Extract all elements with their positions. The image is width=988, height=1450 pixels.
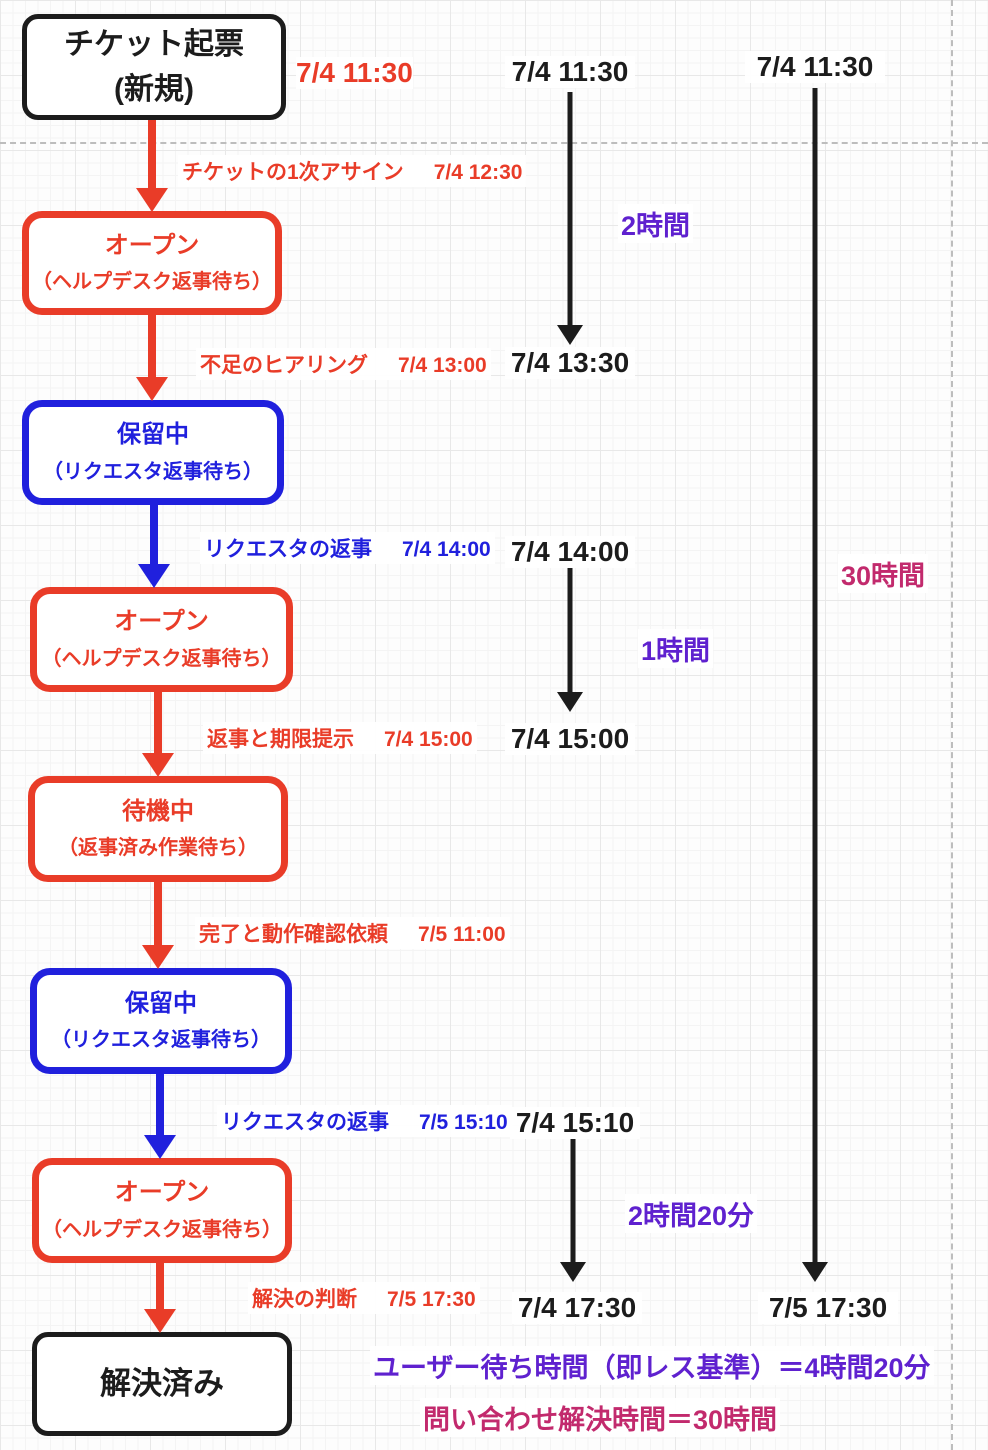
span3-end-time: 7/4 17:30	[512, 1292, 642, 1324]
node-subtitle: （リクエスタ返事待ち）	[43, 460, 263, 483]
node-subtitle: (新規)	[114, 73, 194, 106]
span1-start-time: 7/4 11:30	[505, 56, 635, 88]
flow-node-hold-2: 保留中 （リクエスタ返事待ち）	[30, 968, 292, 1074]
transition-label-5: 完了と動作確認依頼 7/5 11:00	[195, 917, 510, 949]
node-title: 待機中	[122, 797, 194, 825]
flow-node-hold-1: 保留中 （リクエスタ返事待ち）	[22, 400, 284, 505]
node-subtitle: （ヘルプデスク返事待ち）	[41, 647, 282, 670]
total-arrow-icon	[802, 88, 828, 1282]
transition-text: チケットの1次アサイン	[182, 161, 404, 184]
transition-time: 7/5 11:00	[418, 923, 506, 946]
flow-arrow-3-icon	[138, 505, 170, 588]
transition-time: 7/4 15:00	[384, 728, 473, 751]
flow-node-open-1: オープン （ヘルプデスク返事待ち）	[22, 211, 282, 315]
flow-node-standby: 待機中 （返事済み作業待ち）	[28, 776, 288, 882]
transition-text: リクエスタの返事	[204, 538, 372, 561]
flow-node-resolved: 解決済み	[32, 1332, 292, 1436]
node-title: オープン	[114, 1179, 210, 1207]
node-title: 解決済み	[100, 1365, 224, 1401]
flow-arrow-7-icon	[144, 1262, 176, 1333]
flow-arrow-6-icon	[144, 1074, 176, 1159]
node-subtitle: （返事済み作業待ち）	[58, 837, 258, 860]
span2-duration: 1時間	[638, 629, 714, 668]
transition-time: 7/5 15:10	[419, 1111, 508, 1134]
span3-arrow-icon	[560, 1139, 586, 1282]
flow-node-open-2: オープン （ヘルプデスク返事待ち）	[30, 587, 293, 692]
span2-end-time: 7/4 15:00	[505, 723, 635, 755]
flow-arrow-4-icon	[142, 692, 174, 777]
span1-end-time: 7/4 13:30	[505, 347, 635, 379]
node-title: オープン	[104, 231, 200, 259]
transition-label-2: 不足のヒアリング 7/4 13:00	[196, 348, 491, 380]
span2-start-time: 7/4 14:00	[505, 536, 635, 568]
span2-arrow-icon	[557, 568, 583, 712]
transition-text: 不足のヒアリング	[200, 354, 368, 377]
total-end-time: 7/5 17:30	[758, 1292, 898, 1324]
node-subtitle: （リクエスタ返事待ち）	[51, 1029, 271, 1052]
ticket-created-time: 7/4 11:30	[296, 57, 413, 89]
node-subtitle: （ヘルプデスク返事待ち）	[42, 1218, 282, 1241]
transition-label-1: チケットの1次アサイン 7/4 12:30	[178, 155, 527, 187]
node-title: 保留中	[117, 421, 189, 449]
span1-arrow-icon	[557, 92, 583, 345]
span1-duration: 2時間	[618, 204, 694, 243]
transition-text: 完了と動作確認依頼	[199, 923, 388, 946]
transition-label-4: 返事と期限提示 7/4 15:00	[203, 722, 477, 754]
transition-label-3: リクエスタの返事 7/4 14:00	[200, 532, 495, 564]
summary-resolution-time: 問い合わせ解決時間＝30時間	[420, 1398, 781, 1437]
transition-time: 7/5 17:30	[387, 1288, 476, 1311]
flow-arrow-5-icon	[142, 882, 174, 969]
flow-node-ticket-created: チケット起票 (新規)	[22, 14, 286, 120]
node-subtitle: （ヘルプデスク返事待ち）	[32, 271, 272, 294]
summary-user-wait: ユーザー待ち時間（即レス基準）＝4時間20分	[370, 1346, 934, 1385]
span3-duration: 2時間20分	[625, 1194, 758, 1233]
node-title: チケット起票	[64, 28, 244, 61]
total-duration: 30時間	[838, 554, 929, 593]
transition-label-6: リクエスタの返事 7/5 15:10	[217, 1105, 512, 1137]
flow-arrow-2-icon	[136, 315, 168, 401]
node-title: オープン	[114, 608, 209, 636]
transition-text: リクエスタの返事	[221, 1111, 389, 1134]
span3-start-time: 7/4 15:10	[510, 1107, 640, 1139]
transition-text: 解決の判断	[252, 1288, 357, 1311]
page-boundary-vertical	[951, 0, 953, 1450]
transition-time: 7/4 14:00	[402, 538, 491, 561]
total-start-time: 7/4 11:30	[745, 51, 885, 83]
flow-node-open-3: オープン （ヘルプデスク返事待ち）	[32, 1158, 292, 1263]
transition-label-7: 解決の判断 7/5 17:30	[248, 1282, 480, 1314]
page-boundary-horizontal	[0, 142, 988, 144]
transition-time: 7/4 12:30	[433, 161, 523, 184]
transition-time: 7/4 13:00	[398, 354, 487, 377]
node-title: 保留中	[125, 989, 197, 1017]
transition-text: 返事と期限提示	[207, 728, 354, 751]
flow-arrow-1-icon	[136, 120, 168, 212]
